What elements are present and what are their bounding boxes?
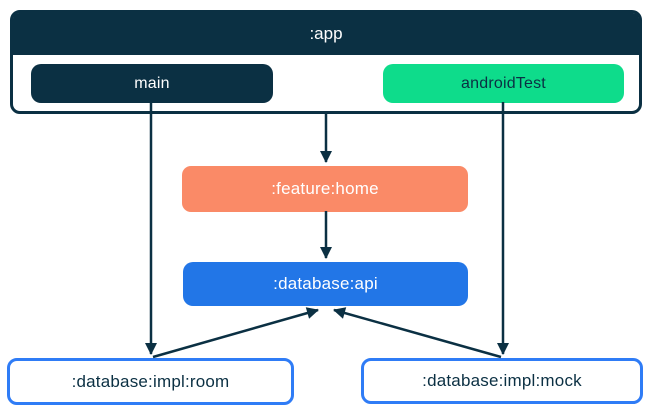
database-impl-room-module-label: :database:impl:room <box>71 371 230 391</box>
androidtest-sourceset-pill: androidTest <box>383 64 624 103</box>
androidtest-sourceset-label: androidTest <box>461 74 546 92</box>
feature-home-module-box: :feature:home <box>182 166 468 212</box>
app-module-header: :app <box>13 13 639 55</box>
main-sourceset-label: main <box>134 74 170 92</box>
main-sourceset-pill: main <box>31 64 273 103</box>
database-api-module-box: :database:api <box>183 262 468 306</box>
app-module-label: :app <box>309 24 343 43</box>
edge-impl-mock-to-database-api <box>333 307 502 359</box>
database-api-module-label: :database:api <box>273 274 378 293</box>
feature-home-module-label: :feature:home <box>271 179 379 198</box>
database-impl-mock-module-label: :database:impl:mock <box>422 371 582 390</box>
edge-impl-room-to-database-api <box>152 307 319 359</box>
database-impl-mock-module-box: :database:impl:mock <box>361 358 643 404</box>
database-impl-room-module-box: :database:impl:room <box>7 358 294 405</box>
